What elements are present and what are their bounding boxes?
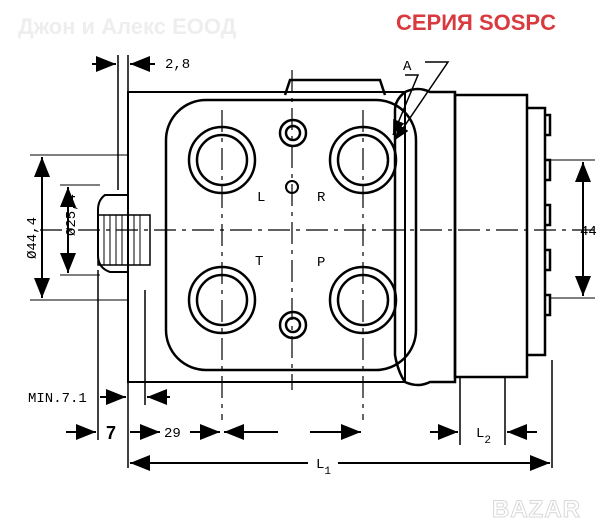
spline: [97, 214, 151, 266]
dim-dia-inner: Ø25,4: [64, 194, 80, 236]
port-label-p: P: [317, 255, 325, 271]
dim-gap: 2,8: [165, 57, 190, 73]
dim-min: MIN.7.1: [28, 391, 87, 407]
port-face: [164, 98, 418, 372]
watermark-text: Джон и Алекс ЕООД: [18, 14, 237, 39]
top-boss: [283, 78, 387, 96]
rear-housing: [453, 93, 529, 379]
shaft: [97, 194, 128, 273]
dim-l1: L1: [316, 457, 331, 478]
rear-gear: [527, 106, 552, 357]
bolt-top: [278, 118, 308, 148]
dim-l2: L2: [476, 426, 491, 447]
port-label-l: L: [257, 190, 265, 206]
dim-seven: 7: [106, 423, 116, 443]
port-label-r: R: [317, 190, 326, 206]
bolt-bottom: [278, 310, 308, 340]
bazar-logo: BAZAR: [492, 496, 581, 524]
dim-29: 29: [164, 426, 181, 442]
series-title: СЕРИЯ SOSPC: [396, 10, 556, 35]
port-label-t: T: [255, 254, 263, 270]
dim-port-a: A: [403, 59, 412, 75]
dim-dia-outer: Ø44,4: [25, 217, 41, 259]
dim-right-height: 44: [580, 224, 597, 240]
